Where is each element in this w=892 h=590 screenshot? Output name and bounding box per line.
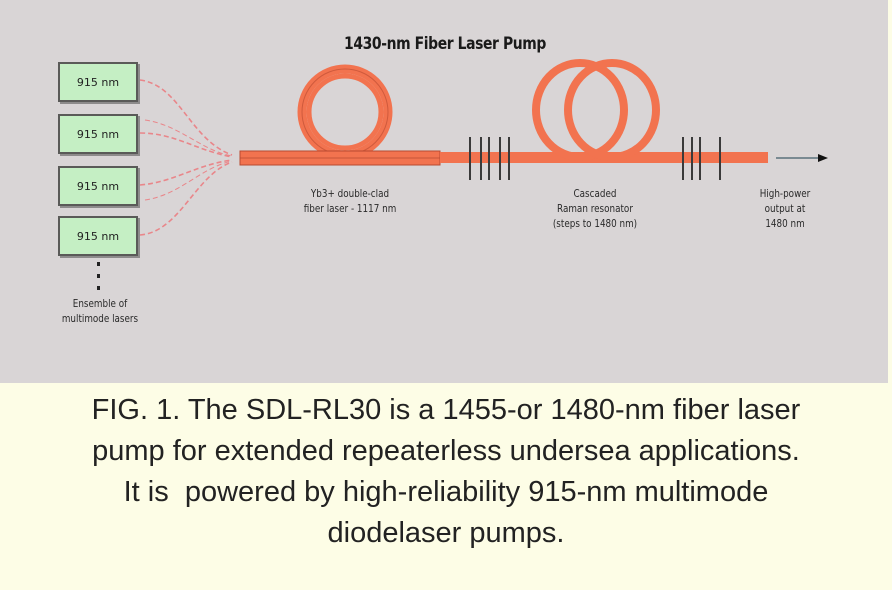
fiber-laser-schematic (97, 59, 828, 290)
raman-resonator-coil (532, 59, 660, 161)
pump-diode-1: 915 nm (58, 62, 138, 102)
fiber-laser-label: Yb3+ double-clad fiber laser - 1117 nm (303, 187, 397, 215)
input-bragg-gratings (469, 137, 510, 180)
output-arrow-icon (776, 154, 828, 162)
figure-caption: FIG. 1. The SDL-RL30 is a 1455-or 1480-n… (0, 390, 892, 554)
pigtail-fibers (139, 79, 233, 236)
caption-line-4: diodelaser pumps. (327, 517, 565, 549)
diagram-panel: 1430-nm Fiber Laser Pump 915 nm 915 nm 9… (0, 0, 888, 383)
ensemble-label: Ensemble of multimode lasers (61, 297, 139, 325)
pump-diode-2: 915 nm (58, 114, 138, 154)
caption-line-3: It is powered by high-reliability 915-nm… (123, 476, 769, 508)
output-bragg-gratings (682, 137, 721, 180)
raman-resonator-label: Cascaded Raman resonator (steps to 1480 … (552, 187, 638, 230)
pump-diode-4: 915 nm (58, 216, 138, 256)
diagram-title: 1430-nm Fiber Laser Pump (344, 34, 546, 54)
ellipsis-dots (97, 262, 100, 290)
caption-line-2: pump for extended repeaterless undersea … (92, 435, 800, 467)
pump-diode-3: 915 nm (58, 166, 138, 206)
yb-fiber-coil (297, 64, 393, 160)
caption-line-1: FIG. 1. The SDL-RL30 is a 1455-or 1480-n… (91, 394, 801, 426)
output-label: High-power output at 1480 nm (759, 187, 811, 230)
